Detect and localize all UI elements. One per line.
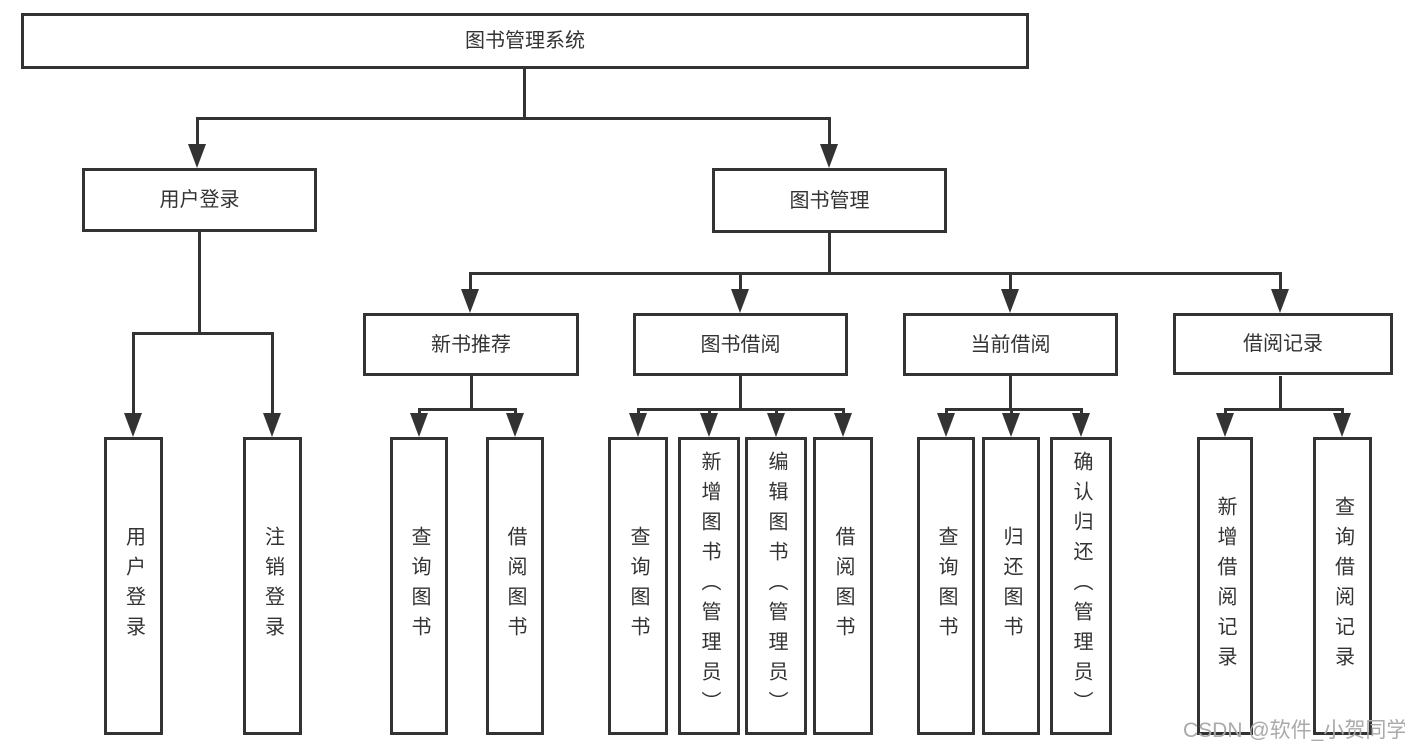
arrowhead-down-icon bbox=[1271, 289, 1289, 313]
node-label: 查询图书 bbox=[935, 526, 957, 646]
node-label: 图书管理 bbox=[789, 189, 870, 212]
node-user-login: 用户登录 bbox=[82, 168, 317, 232]
node-library-system: 图书管理系统 bbox=[21, 13, 1029, 69]
node-nb-borrow-books: 借阅图书 bbox=[486, 437, 544, 735]
node-label: 查询图书 bbox=[627, 526, 649, 646]
node-label: 新书推荐 bbox=[431, 333, 511, 356]
node-label: 用户登录 bbox=[122, 526, 145, 646]
node-book-management: 图书管理 bbox=[712, 168, 947, 233]
connector-line bbox=[1278, 273, 1282, 292]
node-label: 当前借阅 bbox=[970, 333, 1051, 356]
connector-line bbox=[131, 331, 274, 335]
arrowhead-down-icon bbox=[1072, 413, 1090, 437]
connector-line bbox=[468, 273, 472, 292]
node-leaf-user-login: 用户登录 bbox=[104, 437, 163, 735]
arrowhead-down-icon bbox=[1001, 289, 1019, 313]
arrowhead-down-icon bbox=[820, 144, 838, 168]
node-bb-query-books: 查询图书 bbox=[608, 437, 668, 735]
connector-line bbox=[131, 333, 135, 416]
node-bb-borrow-books: 借阅图书 bbox=[813, 437, 873, 735]
node-label: 新增借阅记录 bbox=[1214, 496, 1236, 676]
connector-line bbox=[197, 232, 201, 335]
node-book-borrow: 图书借阅 bbox=[633, 313, 848, 376]
connector-line bbox=[1079, 409, 1083, 416]
connector-line bbox=[944, 407, 1083, 411]
connector-line bbox=[1008, 273, 1012, 292]
connector-line bbox=[468, 271, 1282, 275]
arrowhead-down-icon bbox=[1002, 413, 1020, 437]
connector-line bbox=[944, 409, 948, 416]
connector-line bbox=[270, 333, 274, 416]
node-borrow-records: 借阅记录 bbox=[1173, 313, 1393, 375]
arrowhead-down-icon bbox=[937, 413, 955, 437]
watermark: CSDN @软件_小贺同学 bbox=[1183, 719, 1405, 742]
node-label: 注销登录 bbox=[261, 526, 284, 646]
arrowhead-down-icon bbox=[188, 144, 206, 168]
connector-line bbox=[195, 116, 831, 120]
node-label: 图书借阅 bbox=[700, 333, 781, 356]
connector-line bbox=[1223, 407, 1344, 411]
arrowhead-down-icon bbox=[1333, 413, 1351, 437]
node-label: 借阅记录 bbox=[1243, 333, 1323, 355]
node-new-book-recommend: 新书推荐 bbox=[363, 313, 579, 376]
connector-line bbox=[774, 409, 778, 416]
connector-line bbox=[522, 69, 526, 120]
node-label: 借阅图书 bbox=[504, 526, 526, 646]
node-br-query-record: 查询借阅记录 bbox=[1313, 437, 1372, 735]
arrowhead-down-icon bbox=[263, 413, 281, 437]
arrowhead-down-icon bbox=[410, 413, 428, 437]
node-cb-confirm-return: 确认归还（管理员） bbox=[1050, 437, 1112, 735]
node-label: 确认归还（管理员） bbox=[1070, 451, 1092, 721]
connector-line bbox=[636, 407, 845, 411]
node-label: 归还图书 bbox=[1000, 526, 1022, 646]
node-label: 借阅图书 bbox=[832, 526, 854, 646]
connector-line bbox=[1008, 376, 1012, 411]
node-cb-return-books: 归还图书 bbox=[982, 437, 1040, 735]
arrowhead-down-icon bbox=[629, 413, 647, 437]
arrowhead-down-icon bbox=[1216, 413, 1234, 437]
connector-line bbox=[1340, 409, 1344, 416]
node-label: 编辑图书（管理员） bbox=[765, 451, 787, 721]
node-label: 查询借阅记录 bbox=[1331, 496, 1354, 676]
node-bb-edit-books: 编辑图书（管理员） bbox=[745, 437, 807, 735]
node-cb-query-books: 查询图书 bbox=[917, 437, 975, 735]
arrowhead-down-icon bbox=[700, 413, 718, 437]
connector-line bbox=[195, 118, 199, 146]
arrowhead-down-icon bbox=[506, 413, 524, 437]
connector-line bbox=[738, 273, 742, 292]
node-label: 查询图书 bbox=[408, 526, 430, 646]
arrowhead-down-icon bbox=[124, 413, 142, 437]
connector-line bbox=[827, 118, 831, 146]
node-leaf-logout: 注销登录 bbox=[243, 437, 302, 735]
arrowhead-down-icon bbox=[834, 413, 852, 437]
connector-line bbox=[827, 233, 831, 275]
node-br-add-record: 新增借阅记录 bbox=[1197, 437, 1253, 735]
connector-line bbox=[1278, 376, 1282, 411]
connector-line bbox=[738, 376, 742, 411]
node-nb-query-books: 查询图书 bbox=[390, 437, 448, 735]
connector-line bbox=[417, 409, 421, 416]
node-label: 图书管理系统 bbox=[465, 30, 585, 52]
connector-line bbox=[1223, 409, 1227, 416]
arrowhead-down-icon bbox=[767, 413, 785, 437]
connector-line bbox=[707, 409, 711, 416]
node-current-borrow: 当前借阅 bbox=[903, 313, 1118, 376]
node-label: 用户登录 bbox=[159, 189, 240, 211]
node-bb-add-books: 新增图书（管理员） bbox=[678, 437, 740, 735]
connector-line bbox=[636, 409, 640, 416]
connector-line bbox=[513, 409, 517, 416]
node-label: 新增图书（管理员） bbox=[698, 451, 720, 721]
connector-line bbox=[841, 409, 845, 416]
arrowhead-down-icon bbox=[731, 289, 749, 313]
connector-line bbox=[469, 376, 473, 411]
arrowhead-down-icon bbox=[461, 289, 479, 313]
connector-line bbox=[417, 407, 517, 411]
connector-line bbox=[1009, 409, 1013, 416]
